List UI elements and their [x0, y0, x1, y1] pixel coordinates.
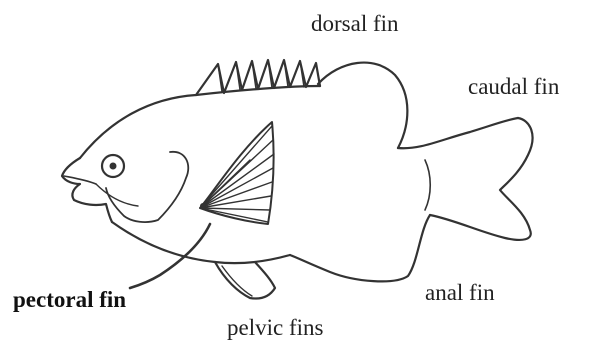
anal-fin-label: anal fin — [425, 281, 495, 304]
body-back-outline — [398, 118, 518, 148]
gill-cover — [106, 152, 188, 222]
pectoral-leader-line — [130, 224, 210, 288]
pectoral-fin — [200, 122, 274, 224]
caudal-peduncle-line — [425, 160, 430, 210]
dorsal-fin-label: dorsal fin — [311, 12, 399, 35]
body-belly-outline — [112, 222, 290, 263]
caudal-fin-label: caudal fin — [468, 75, 559, 98]
pelvic-fins-label: pelvic fins — [227, 316, 323, 339]
anal-fin — [290, 215, 430, 281]
head-outline — [62, 158, 112, 222]
cheek-line — [96, 184, 138, 206]
soft-dorsal-fin — [318, 63, 407, 148]
pectoral-fin-label: pectoral fin — [13, 288, 126, 311]
pelvic-fin-ray — [222, 266, 252, 296]
body-upper-outline — [80, 86, 320, 158]
pectoral-fin-base — [200, 203, 206, 209]
pelvic-fin — [215, 262, 275, 299]
pupil — [110, 163, 117, 170]
caudal-fin — [430, 118, 533, 240]
